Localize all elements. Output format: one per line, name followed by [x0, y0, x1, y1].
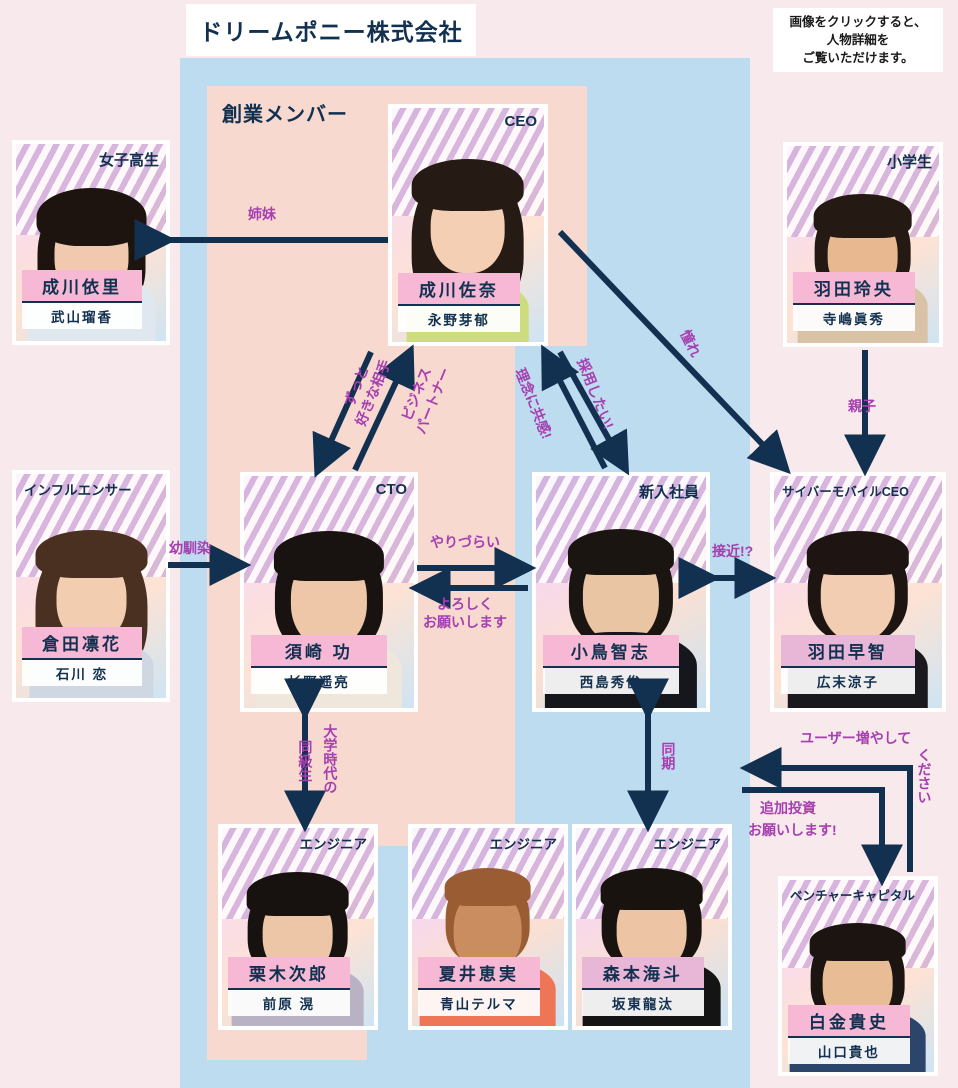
card-role-shougakusei: 小学生	[886, 154, 932, 171]
card-role-vc: ベンチャーキャピタル	[790, 889, 915, 903]
card-name-joshikousei: 成川依里	[22, 270, 142, 303]
company-title: ドリームポニー株式会社	[186, 4, 476, 56]
card-actor-ceo: 永野芽郁	[398, 306, 520, 332]
card-engineer3[interactable]: エンジニア 森本海斗 坂東龍汰	[572, 824, 732, 1030]
card-name-cybermobile: 羽田早智	[780, 635, 916, 668]
edge-label-yoroshiku: よろしく お願いします	[423, 596, 507, 630]
card-shinnyu[interactable]: 新入社員 小鳥智志 西島秀俊	[532, 472, 710, 712]
card-name-shougakusei: 羽田玲央	[793, 272, 915, 305]
card-engineer2[interactable]: エンジニア 夏井恵実 青山テルマ	[408, 824, 568, 1030]
card-name-shinnyu: 小鳥智志	[542, 635, 679, 668]
card-actor-influencer: 石川 恋	[22, 660, 142, 686]
card-role-ceo: CEO	[504, 113, 537, 130]
card-actor-shougakusei: 寺嶋眞秀	[793, 305, 915, 331]
card-cto[interactable]: CTO 須崎 功 杉野遥亮	[240, 472, 418, 712]
note-line-1: 画像をクリックすると、	[789, 14, 927, 29]
edge-label-daigaku: 大学時代の	[322, 724, 339, 794]
card-name-cto: 須崎 功	[250, 635, 387, 668]
card-name-influencer: 倉田凛花	[22, 627, 142, 660]
card-role-cybermobile: サイバーモバイルCEO	[782, 485, 909, 499]
company-title-text: ドリームポニー株式会社	[199, 19, 463, 45]
card-role-engineer1: エンジニア	[299, 837, 368, 852]
edge-label-oyako: 親子	[848, 398, 876, 414]
edge-label-yarizurai: やりづらい	[430, 534, 500, 550]
card-actor-cybermobile: 広末涼子	[780, 668, 916, 694]
card-name-ceo: 成川佐奈	[398, 273, 520, 306]
card-joshikousei[interactable]: 女子高生 成川依里 武山瑠香	[12, 140, 170, 345]
note-line-3: ご覧いただけます。	[802, 51, 914, 66]
edge-label-sekkin: 接近!?	[712, 543, 754, 559]
edge-label-douki: 同期	[660, 742, 677, 770]
link-user	[739, 747, 913, 872]
edge-label-osananajimi: 幼馴染	[169, 540, 211, 556]
card-name-engineer2: 夏井恵実	[418, 957, 540, 990]
card-actor-joshikousei: 武山瑠香	[22, 303, 142, 329]
card-role-influencer: インフルエンサー	[24, 483, 132, 498]
edge-label-toushi2: お願いします!	[748, 822, 837, 838]
card-name-vc: 白金貴史	[788, 1005, 910, 1038]
card-role-shinnyu: 新入社員	[638, 484, 699, 501]
card-role-engineer2: エンジニア	[489, 837, 558, 852]
card-role-cto: CTO	[375, 481, 407, 498]
card-actor-engineer2: 青山テルマ	[418, 990, 540, 1016]
note-line-2: 人物詳細を	[826, 32, 890, 47]
card-engineer1[interactable]: エンジニア 栗木次郎 前原 滉	[218, 824, 378, 1030]
card-name-engineer3: 森本海斗	[582, 957, 704, 990]
founder-group-label: 創業メンバー	[222, 104, 348, 126]
edge-label-user: ユーザー増やして	[800, 730, 912, 746]
card-actor-engineer3: 坂東龍汰	[582, 990, 704, 1016]
card-cybermobile[interactable]: サイバーモバイルCEO 羽田早智 広末涼子	[770, 472, 946, 712]
card-role-joshikousei: 女子高生	[98, 152, 159, 169]
card-actor-cto: 杉野遥亮	[250, 668, 387, 694]
card-shougakusei[interactable]: 小学生 羽田玲央 寺嶋眞秀	[783, 142, 943, 347]
card-ceo[interactable]: CEO 成川佐奈 永野芽郁	[388, 104, 548, 346]
edge-label-toushi1: 追加投資	[760, 800, 816, 816]
card-actor-vc: 山口貴也	[788, 1038, 910, 1064]
edge-label-doukyuusei: 同級生	[297, 740, 314, 782]
card-actor-shinnyu: 西島秀俊	[542, 668, 679, 694]
card-name-engineer1: 栗木次郎	[228, 957, 350, 990]
card-influencer[interactable]: インフルエンサー 倉田凛花 石川 恋	[12, 470, 170, 702]
edge-label-shimai: 姉妹	[248, 206, 276, 222]
card-vc[interactable]: ベンチャーキャピタル 白金貴史 山口貴也	[778, 876, 938, 1076]
click-hint-note: 画像をクリックすると、 人物詳細を ご覧いただけます。	[773, 8, 943, 72]
edge-label-kudasai: ください	[916, 748, 933, 804]
card-role-engineer3: エンジニア	[653, 837, 722, 852]
card-actor-engineer1: 前原 滉	[228, 990, 350, 1016]
